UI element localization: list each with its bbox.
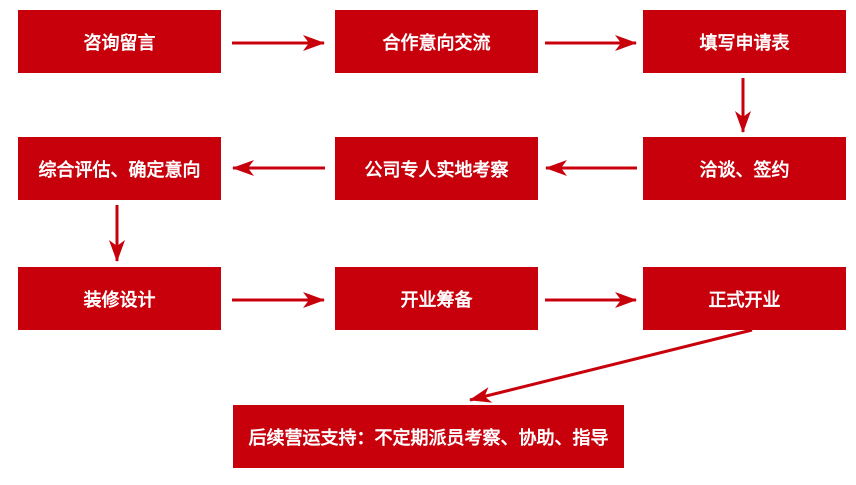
step-follow-up-support: 后续营运支持：不定期派员考察、协助、指导: [233, 405, 624, 468]
step-label: 开业筹备: [400, 289, 473, 311]
step-label: 综合评估、确定意向: [38, 159, 201, 181]
step-label: 后续营运支持：不定期派员考察、协助、指导: [248, 427, 609, 449]
step-evaluate-confirm: 综合评估、确定意向: [18, 137, 221, 200]
step-label: 装修设计: [83, 289, 156, 311]
step-label: 洽谈、签约: [699, 159, 790, 181]
step-cooperation-exchange: 合作意向交流: [335, 10, 538, 73]
step-opening-preparation: 开业筹备: [335, 267, 538, 330]
step-label: 咨询留言: [83, 32, 156, 54]
step-fill-application: 填写申请表: [643, 10, 846, 73]
step-label: 公司专人实地考察: [364, 159, 509, 181]
step-site-inspection: 公司专人实地考察: [335, 137, 538, 200]
step-decoration-design: 装修设计: [18, 267, 221, 330]
step-official-opening: 正式开业: [643, 267, 846, 330]
step-label: 合作意向交流: [382, 32, 491, 54]
arrow-diagonal: [469, 328, 753, 403]
step-label: 填写申请表: [699, 32, 790, 54]
step-label: 正式开业: [708, 289, 781, 311]
step-negotiate-sign: 洽谈、签约: [643, 137, 846, 200]
step-consult-message: 咨询留言: [18, 10, 221, 73]
